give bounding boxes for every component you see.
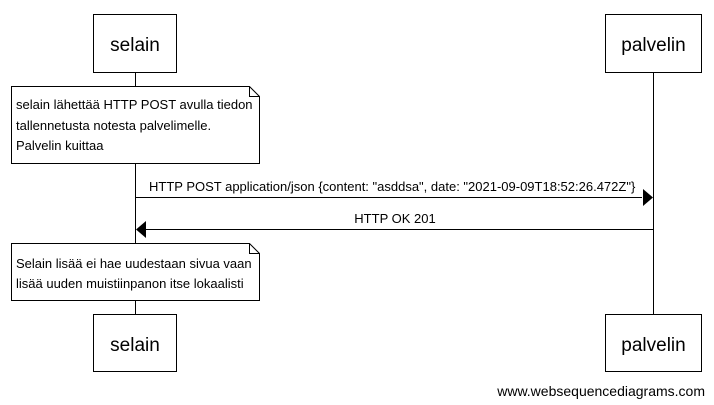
note-2: Selain lisää ei hae uudestaan sivua vaan…	[11, 243, 260, 301]
participant-selain-bottom: selain	[93, 314, 177, 372]
message-label: HTTP OK 201	[354, 211, 435, 226]
watermark: www.websequencediagrams.com	[496, 383, 705, 399]
arrowhead	[136, 221, 146, 238]
message-http-post: HTTP POST application/json {content: "as…	[135, 179, 653, 206]
note-1: selain lähettää HTTP POST avulla tiedon …	[11, 86, 260, 164]
participant-label: selain	[110, 35, 160, 56]
message-label: HTTP POST application/json {content: "as…	[149, 179, 636, 194]
participant-palvelin-top: palvelin	[605, 14, 702, 73]
participant-label: palvelin	[621, 335, 685, 356]
participant-palvelin-bottom: palvelin	[605, 314, 702, 372]
participant-label: selain	[110, 335, 160, 356]
note-line: tallennetusta notesta palvelimelle.	[16, 118, 211, 133]
note-line: selain lähettää HTTP POST avulla tiedon	[16, 97, 253, 112]
note-line: Selain lisää ei hae uudestaan sivua vaan	[16, 256, 252, 271]
note-line: lisää uuden muistiinpanon itse lokaalist…	[16, 276, 244, 291]
participant-selain-top: selain	[93, 14, 177, 73]
arrowhead	[643, 189, 653, 206]
message-http-ok: HTTP OK 201	[136, 211, 654, 238]
participant-label: palvelin	[621, 35, 685, 56]
note-line: Palvelin kuittaa	[16, 138, 104, 153]
